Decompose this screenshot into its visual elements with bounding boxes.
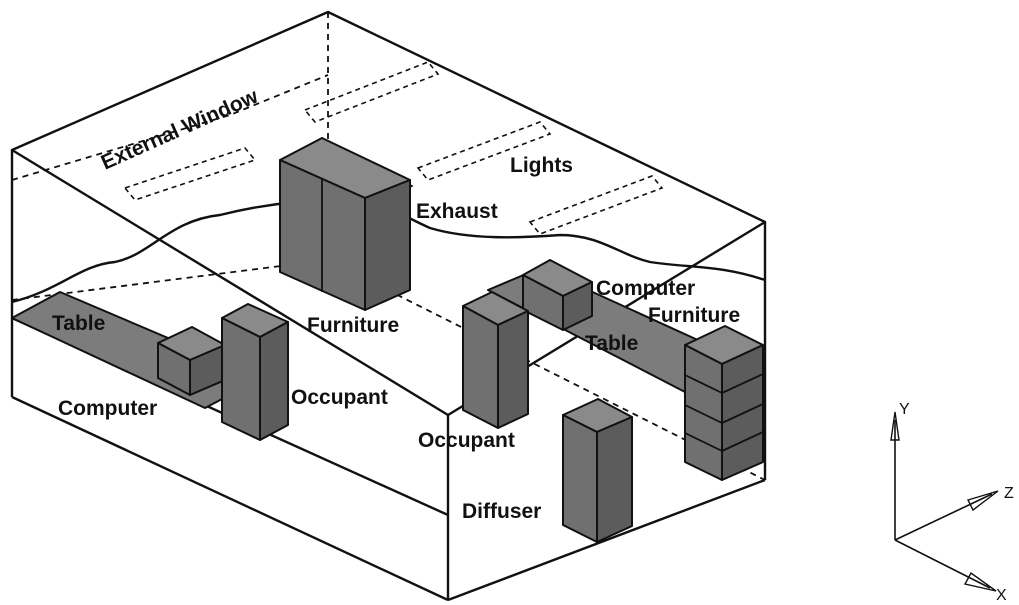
furniture-right-shelf-1b xyxy=(721,373,764,394)
label-external-window: External Window xyxy=(98,85,262,175)
z-axis-line xyxy=(894,493,993,541)
label-computer-right: Computer xyxy=(596,277,695,300)
light-fixture-2 xyxy=(303,61,440,123)
light-fixture-1 xyxy=(123,147,257,201)
furniture-right-shelf-3 xyxy=(684,432,723,452)
furniture-left-side xyxy=(364,179,411,311)
furniture-right-side xyxy=(721,344,764,481)
room-floor-front-right-edge xyxy=(447,478,766,602)
window-bottom-edge xyxy=(11,74,329,181)
label-lights: Lights xyxy=(510,154,573,177)
furniture-right-front xyxy=(684,344,723,481)
diffuser-side xyxy=(596,416,633,543)
occupant-left-front xyxy=(221,317,261,441)
furniture-right-shelf-3b xyxy=(721,431,764,452)
label-occupant-left: Occupant xyxy=(291,386,388,409)
light-fixture-4 xyxy=(528,175,664,235)
computer-left xyxy=(157,326,226,396)
label-table-right: Table xyxy=(585,332,638,355)
axis-label-y: Y xyxy=(899,401,910,418)
axis-label-z: Z xyxy=(1004,485,1014,502)
z-axis-arrow xyxy=(967,490,999,512)
label-table-left: Table xyxy=(52,312,105,335)
furniture-left xyxy=(279,137,411,311)
ceiling-lights xyxy=(123,61,664,235)
y-axis-arrow xyxy=(890,411,900,441)
label-exhaust: Exhaust xyxy=(416,200,498,223)
furniture-right-shelf-1 xyxy=(684,374,723,394)
furniture-right-shelf-2 xyxy=(684,404,723,424)
furniture-right-shelf-2b xyxy=(721,403,764,424)
occupant-right-side xyxy=(497,310,529,429)
diffuser xyxy=(562,398,633,543)
coordinate-axes: Y Z X xyxy=(890,401,1014,604)
label-occupant-right: Occupant xyxy=(418,429,515,452)
computer-right xyxy=(522,259,593,331)
axis-label-x: X xyxy=(996,587,1007,604)
occupant-right xyxy=(462,291,529,429)
label-computer-left: Computer xyxy=(58,397,157,420)
occupant-left xyxy=(221,303,289,441)
x-axis-line xyxy=(894,539,991,589)
x-axis-arrow xyxy=(963,571,997,592)
occupant-left-side xyxy=(259,321,289,441)
room-floor-front-left-edge xyxy=(11,395,449,602)
label-diffuser: Diffuser xyxy=(462,500,541,523)
light-fixture-3 xyxy=(416,121,552,181)
label-furniture-right: Furniture xyxy=(648,304,740,327)
diffuser-front xyxy=(562,414,598,543)
label-furniture-left: Furniture xyxy=(307,314,399,337)
computer-right-side xyxy=(562,281,593,331)
occupant-right-front xyxy=(462,305,499,429)
hidden-floor-left xyxy=(11,259,329,301)
furniture-right xyxy=(684,325,764,481)
